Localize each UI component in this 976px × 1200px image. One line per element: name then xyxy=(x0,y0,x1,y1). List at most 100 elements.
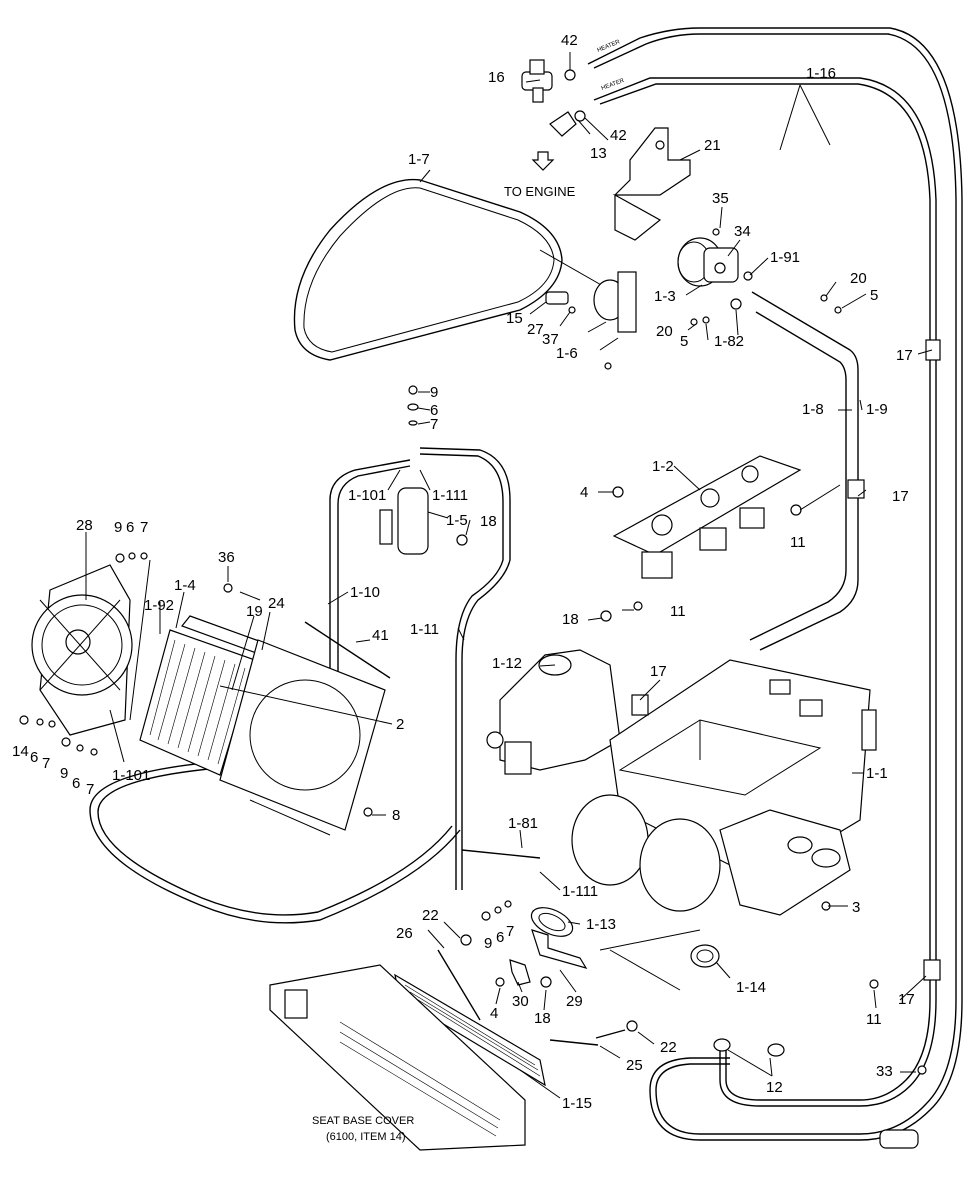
callout-1-7: 1-7 xyxy=(408,151,430,168)
callout-1-111: 1-111 xyxy=(432,487,468,504)
callout-1-15: 1-15 xyxy=(562,1095,592,1112)
callout-7: 7 xyxy=(430,416,438,433)
callout-8: 8 xyxy=(392,807,400,824)
callout-26: 26 xyxy=(396,925,413,942)
rod-25 xyxy=(549,1029,626,1046)
callout-24: 24 xyxy=(268,595,285,612)
seat-base-cover-note: SEAT BASE COVER xyxy=(312,1115,414,1127)
callout-labels: 42 16 42 13 1-16 1-7 21 35 34 1-91 1-3 2… xyxy=(12,32,915,1112)
to-engine-arrow-icon xyxy=(531,151,555,171)
o-rings-12 xyxy=(713,1038,785,1057)
callout-1-91: 1-91 xyxy=(770,249,800,266)
callout-30: 30 xyxy=(512,993,529,1010)
callout-9: 9 xyxy=(60,765,68,782)
callout-37: 37 xyxy=(542,331,559,348)
callout-33: 33 xyxy=(876,1063,893,1080)
callout-7: 7 xyxy=(506,923,514,940)
callout-27: 27 xyxy=(527,321,544,338)
elbow-fitting-13 xyxy=(549,110,586,137)
callout-16: 16 xyxy=(488,69,505,86)
callout-13: 13 xyxy=(590,145,607,162)
callout-18: 18 xyxy=(534,1010,551,1027)
callout-1-101: 1-101 xyxy=(348,487,386,504)
callout-6: 6 xyxy=(126,519,134,536)
callout-1-12: 1-12 xyxy=(492,655,522,672)
callout-20: 20 xyxy=(850,270,867,287)
receiver-drier-1-5 xyxy=(379,385,468,555)
callout-4: 4 xyxy=(580,484,588,501)
callout-5: 5 xyxy=(680,333,688,350)
callout-9: 9 xyxy=(430,384,438,401)
refrigerant-lines-1-8-1-9 xyxy=(749,291,859,651)
callout-1-5: 1-5 xyxy=(446,512,468,529)
callout-42: 42 xyxy=(610,127,627,144)
callout-1-92: 1-92 xyxy=(144,597,174,614)
callout-17: 17 xyxy=(896,347,913,364)
callout-11: 11 xyxy=(866,1011,882,1028)
condenser-fan-28 xyxy=(31,564,133,736)
to-engine-note: TO ENGINE xyxy=(504,184,576,199)
callout-9: 9 xyxy=(114,519,122,536)
callout-19: 19 xyxy=(246,603,263,620)
callout-7: 7 xyxy=(86,781,94,798)
callout-7: 7 xyxy=(42,755,50,772)
callout-21: 21 xyxy=(704,137,721,154)
callout-14: 14 xyxy=(12,743,29,760)
belt-1-7 xyxy=(293,178,611,361)
callout-2: 2 xyxy=(396,716,404,733)
callout-1-11: 1-11 xyxy=(410,621,439,638)
callout-41: 41 xyxy=(372,627,389,644)
callout-1-10: 1-10 xyxy=(350,584,380,601)
callout-1-1: 1-1 xyxy=(866,765,888,782)
callout-25: 25 xyxy=(626,1057,643,1074)
hardware-fasteners xyxy=(19,228,927,1075)
callout-29: 29 xyxy=(566,993,583,1010)
callout-1-16: 1-16 xyxy=(806,65,836,82)
bracket-21 xyxy=(612,127,691,241)
callout-1-9: 1-9 xyxy=(866,401,888,418)
grommet-1-14 xyxy=(690,944,720,968)
callout-3: 3 xyxy=(852,899,860,916)
callout-18: 18 xyxy=(562,611,579,628)
callout-1-6: 1-6 xyxy=(556,345,578,362)
rod-26 xyxy=(437,949,481,1021)
clamps-17 xyxy=(631,339,941,1149)
callout-36: 36 xyxy=(218,549,235,566)
heater-valve-16 xyxy=(521,59,576,103)
callout-35: 35 xyxy=(712,190,729,207)
callout-1-13: 1-13 xyxy=(586,916,616,933)
callout-22: 22 xyxy=(422,907,439,924)
callout-17: 17 xyxy=(650,663,667,680)
hvac-unit-1-1 xyxy=(571,659,877,916)
shroud-24 xyxy=(219,621,391,836)
callout-28: 28 xyxy=(76,517,93,534)
callout-1-101: 1-101 xyxy=(112,767,150,784)
compressor-1-3 xyxy=(677,237,753,310)
callout-1-4: 1-4 xyxy=(174,577,196,594)
callout-1-81: 1-81 xyxy=(508,815,538,832)
callout-1-8: 1-8 xyxy=(802,401,824,418)
callout-6: 6 xyxy=(30,749,38,766)
callout-5: 5 xyxy=(870,287,878,304)
callout-1-3: 1-3 xyxy=(654,288,676,305)
callout-17: 17 xyxy=(898,991,915,1008)
callout-18: 18 xyxy=(480,513,497,530)
heater-hose-tag: HEATER xyxy=(597,39,622,54)
callout-1-111: 1-111 xyxy=(562,883,598,900)
callout-12: 12 xyxy=(766,1079,783,1096)
bracket-29 xyxy=(531,929,588,969)
clip-30 xyxy=(509,959,531,986)
callout-22: 22 xyxy=(660,1039,677,1056)
callout-20: 20 xyxy=(656,323,673,340)
callout-42: 42 xyxy=(561,32,578,49)
callout-15: 15 xyxy=(506,310,523,327)
leader-lines xyxy=(85,52,933,1099)
callout-4: 4 xyxy=(490,1005,498,1022)
callout-9: 9 xyxy=(484,935,492,952)
callout-17: 17 xyxy=(892,488,909,505)
tensioner-1-6 xyxy=(545,271,637,370)
callout-34: 34 xyxy=(734,223,751,240)
condenser-1-4 xyxy=(139,615,271,776)
seat-base-cover xyxy=(269,964,526,1151)
